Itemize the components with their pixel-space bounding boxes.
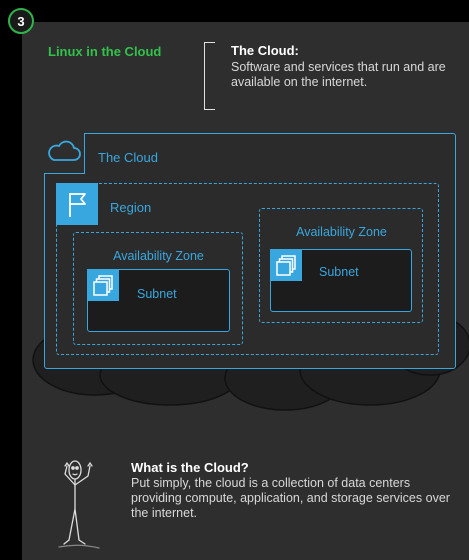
definition-bracket <box>204 42 215 110</box>
cloud-icon <box>44 133 85 174</box>
availability-zone-2 <box>259 208 423 323</box>
region-container <box>56 183 439 355</box>
availability-zone-1 <box>73 232 243 345</box>
topic-title: Linux in the Cloud <box>48 44 162 59</box>
definition-text: Software and services that run and are a… <box>231 60 446 89</box>
definition-title: The Cloud: <box>231 43 299 58</box>
region-label: Region <box>110 200 152 215</box>
the-cloud-label: The Cloud <box>98 150 158 165</box>
subnet-1-label: Subnet <box>137 287 177 301</box>
subnet-2-label: Subnet <box>319 265 359 279</box>
stick-figure-icon <box>58 460 100 549</box>
subnet-icon <box>87 269 119 301</box>
availability-zone-2-label: Availability Zone <box>296 225 387 239</box>
explanation-text: Put simply, the cloud is a collection of… <box>131 476 450 520</box>
flag-icon <box>56 183 98 225</box>
step-number-badge: 3 <box>8 8 34 34</box>
explanation-title: What is the Cloud? <box>131 460 249 475</box>
subnet-icon <box>270 249 302 281</box>
availability-zone-1-label: Availability Zone <box>113 249 204 263</box>
